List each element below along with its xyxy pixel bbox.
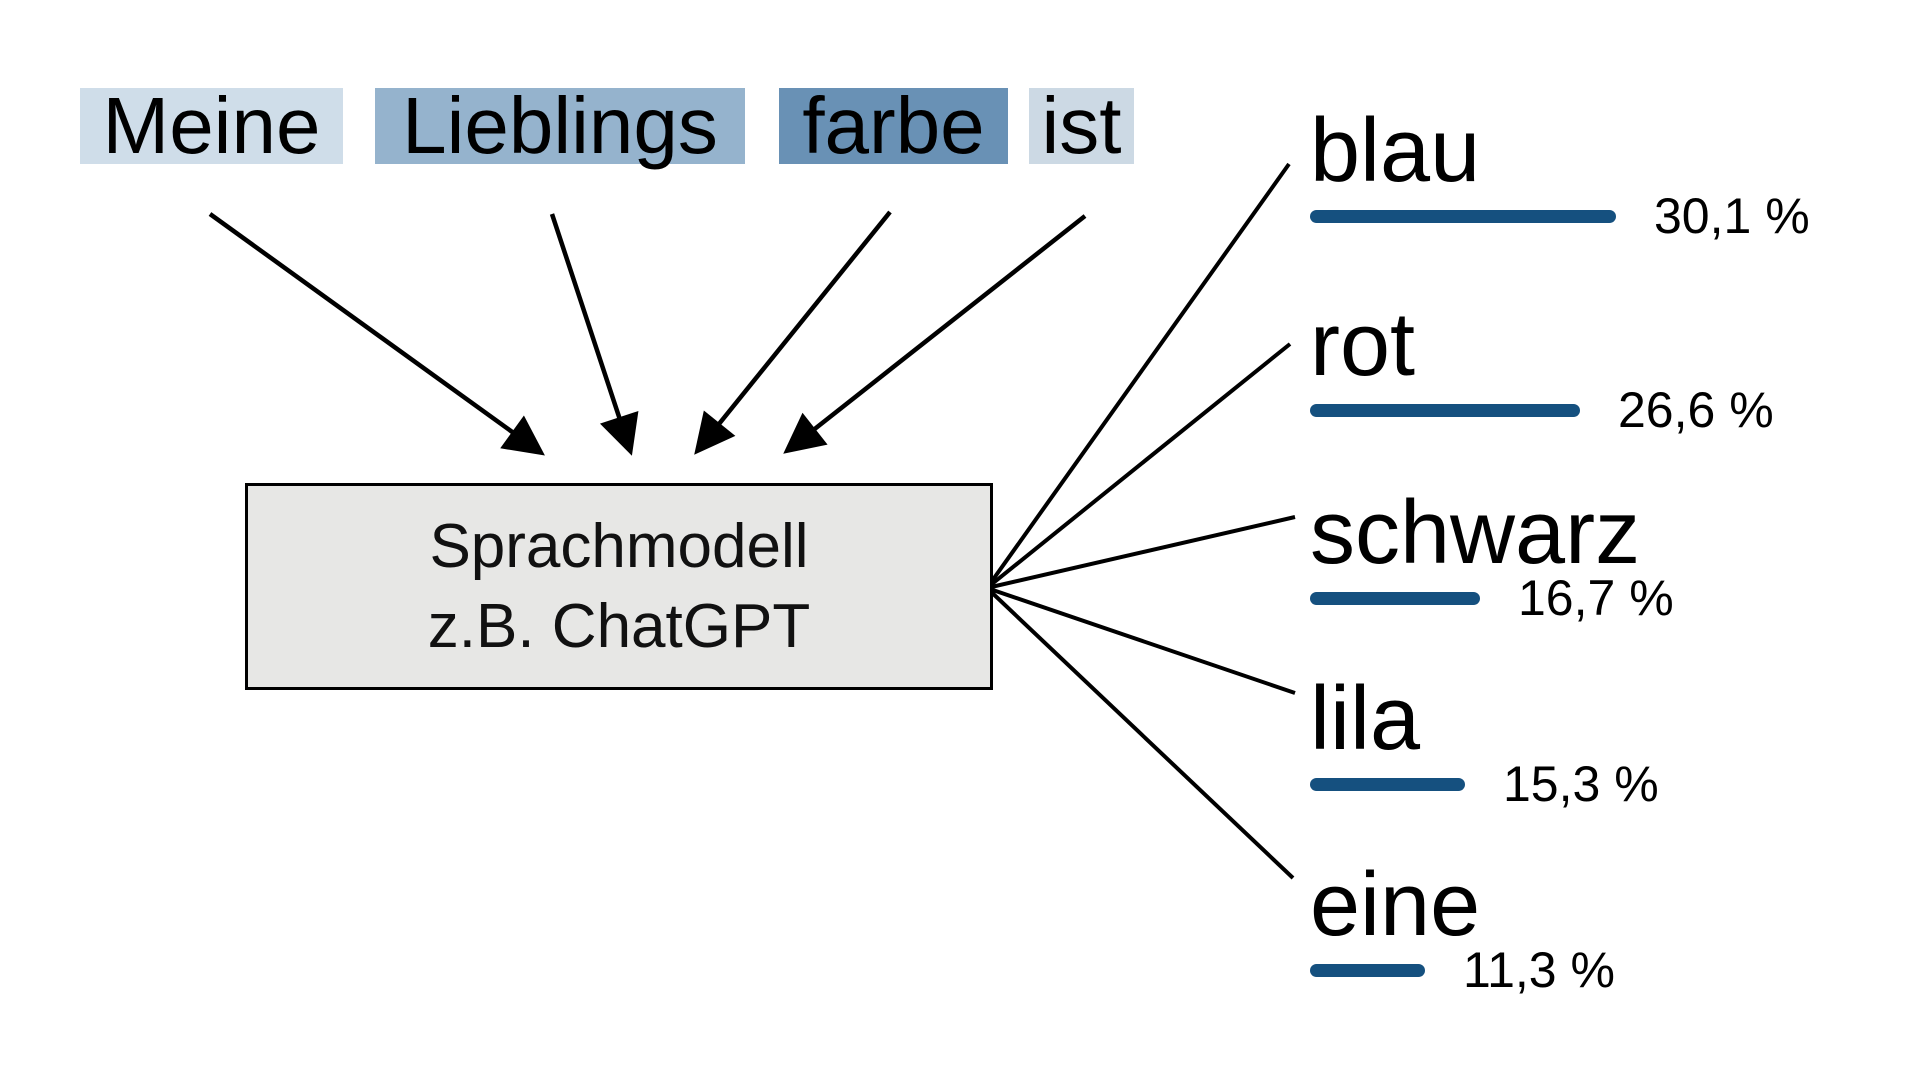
prediction-row-lila: lila 15,3 % xyxy=(1310,669,1890,809)
arrow-token-lieblings-to-model xyxy=(549,213,639,456)
probability-bar xyxy=(1310,403,1580,417)
prompt-token-ist: ist xyxy=(1029,86,1134,166)
line-model-to-eine xyxy=(985,586,1295,880)
prediction-word: blau xyxy=(1310,101,1481,201)
probability-label: 11,3 % xyxy=(1463,942,1615,998)
probability-label: 26,6 % xyxy=(1618,382,1774,438)
prompt-token-farbe: farbe xyxy=(779,86,1008,166)
prediction-word: rot xyxy=(1310,295,1416,395)
probability-label: 16,7 % xyxy=(1518,570,1674,626)
probability-bar xyxy=(1310,209,1616,223)
arrow-token-meine-to-model xyxy=(208,212,545,456)
prompt-token-lieblings: Lieblings xyxy=(375,86,745,166)
arrow-token-farbe-to-model xyxy=(694,210,892,455)
probability-bar xyxy=(1310,777,1465,791)
line-model-to-blau xyxy=(985,162,1291,590)
prediction-word: lila xyxy=(1310,669,1421,769)
line-model-to-lila xyxy=(986,586,1296,695)
language-model-box: Sprachmodell z.B. ChatGPT xyxy=(245,483,993,690)
probability-label: 15,3 % xyxy=(1503,756,1659,812)
prediction-row-eine: eine 11,3 % xyxy=(1310,855,1890,995)
prediction-word: schwarz xyxy=(1310,483,1641,583)
prediction-row-blau: blau 30,1 % xyxy=(1310,101,1890,241)
probability-label: 30,1 % xyxy=(1654,188,1810,244)
prediction-row-schwarz: schwarz 16,7 % xyxy=(1310,483,1890,623)
line-model-to-schwarz xyxy=(986,515,1296,590)
prediction-word: eine xyxy=(1310,855,1481,955)
prompt-token-meine: Meine xyxy=(80,86,343,166)
arrow-token-ist-to-model xyxy=(783,214,1087,454)
model-label-line2: z.B. ChatGPT xyxy=(427,591,811,661)
model-label-line1: Sprachmodell xyxy=(429,511,809,581)
line-model-to-rot xyxy=(985,342,1292,590)
probability-bar xyxy=(1310,963,1425,977)
probability-bar xyxy=(1310,591,1480,605)
prediction-row-rot: rot 26,6 % xyxy=(1310,295,1890,435)
